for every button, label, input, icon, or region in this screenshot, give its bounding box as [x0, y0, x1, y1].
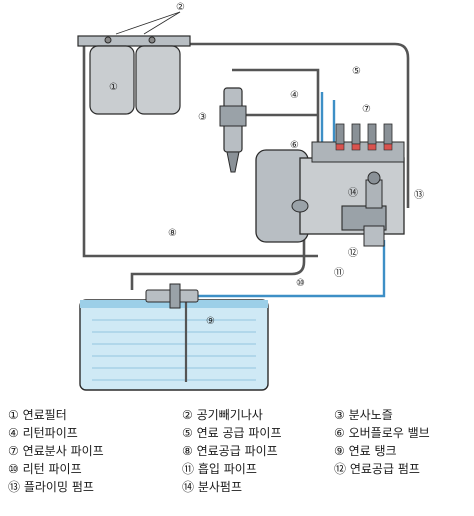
- legend-item: ④ 리턴파이프: [8, 426, 78, 440]
- return-pipe-10: [130, 232, 306, 290]
- legend-item: ⑨ 연료 탱크: [334, 444, 397, 458]
- fuel-supply-pipe-5: [186, 42, 410, 208]
- legend-item: ⑭ 분사펌프: [182, 480, 243, 494]
- legend-item: ⑪ 흡입 파이프: [182, 462, 257, 476]
- legend-item: ⑦ 연료분사 파이프: [8, 444, 104, 458]
- callout-2: ②: [176, 2, 185, 13]
- callout-5: ⑤: [352, 66, 361, 77]
- callout-7: ⑦: [362, 104, 371, 115]
- legend-item: ① 연료필터: [8, 408, 67, 422]
- legend-item: ⑬ 플라이밍 펌프: [8, 480, 94, 494]
- legend-item: ⑫ 연료공급 펌프: [334, 462, 420, 476]
- callout-11: ⑪: [334, 267, 344, 279]
- callout-14: ⑭: [348, 187, 358, 199]
- legend-item: ⑩ 리턴 파이프: [8, 462, 82, 476]
- fuel-feed-pump: [341, 205, 387, 247]
- callout-12: ⑫: [348, 247, 358, 259]
- callout-6: ⑥: [290, 140, 299, 151]
- callout-9: ⑨: [206, 316, 215, 327]
- fuel-system-diagram: ① ② ③ ④ ⑤ ⑥ ⑦ ⑧ ⑨ ⑩ ⑪ ⑫ ⑬ ⑭: [77, 2, 424, 391]
- legend-item: ③ 분사노즐: [334, 408, 393, 422]
- callout-labels: ① ② ③ ④ ⑤ ⑥ ⑦ ⑧ ⑨ ⑩ ⑪ ⑫ ⑬ ⑭: [109, 2, 424, 327]
- legend-item: ⑧ 연료공급 파이프: [182, 444, 278, 458]
- legend: ① 연료필터 ② 공기빼기나사 ③ 분사노즐 ④ 리턴파이프 ⑤ 연료 공급 파…: [0, 404, 474, 516]
- callout-13: ⑬: [414, 189, 424, 201]
- callout-10: ⑩: [296, 278, 305, 289]
- callout-1: ①: [109, 82, 118, 93]
- suction-pipe-11: [184, 240, 386, 298]
- legend-item: ⑤ 연료 공급 파이프: [182, 426, 282, 440]
- fuel-tank: [79, 299, 269, 391]
- fuel-supply-pipe-8: [82, 44, 186, 258]
- legend-item: ② 공기빼기나사: [182, 408, 263, 422]
- priming-pump: [365, 171, 383, 209]
- pipes-gray: [82, 42, 410, 290]
- legend-item: ⑥ 오버플로우 밸브: [334, 426, 430, 440]
- injection-nozzle: [219, 87, 247, 173]
- return-pipe-4: [232, 68, 320, 150]
- callout-8: ⑧: [168, 228, 177, 239]
- fuel-filter: [77, 35, 191, 115]
- callout-4: ④: [290, 90, 299, 101]
- callout-3: ③: [198, 112, 207, 123]
- tank-fitting: [145, 283, 199, 309]
